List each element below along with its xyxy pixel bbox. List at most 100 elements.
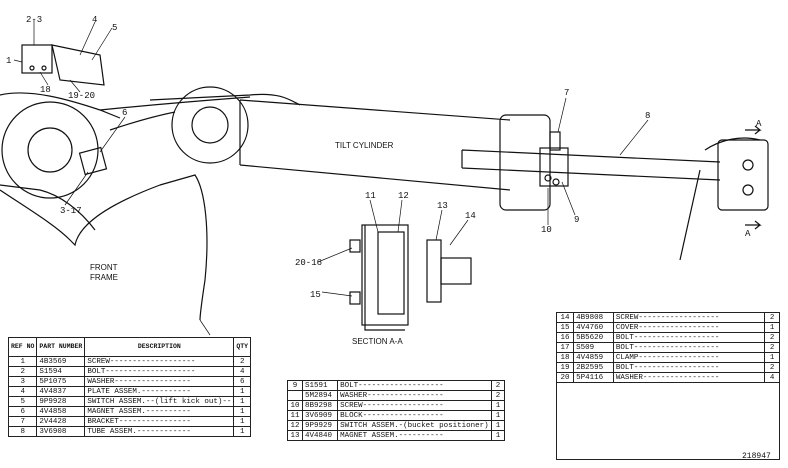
cell-qty: 1 bbox=[764, 322, 780, 333]
cell-part: 5B5620 bbox=[573, 332, 614, 343]
cell-part: S509 bbox=[573, 342, 614, 353]
block-bolt-1 bbox=[544, 174, 552, 182]
cell-desc: BRACKET---------------- bbox=[84, 416, 235, 427]
callout-4: 4 bbox=[92, 15, 97, 25]
table-header-row: REF NO PART NUMBER DESCRIPTION QTY bbox=[7, 337, 252, 357]
front-frame-outline bbox=[0, 92, 301, 321]
cell-qty: 2 bbox=[764, 362, 780, 373]
callout-15: 15 bbox=[310, 290, 321, 300]
cell-desc: WASHER----------------- bbox=[84, 376, 235, 387]
rod-eye-housing bbox=[717, 139, 769, 211]
cell-qty: 6 bbox=[233, 376, 252, 387]
tilt-cylinder-body bbox=[239, 99, 511, 191]
cell-ref: 19 bbox=[555, 362, 575, 373]
callout-8: 8 bbox=[645, 111, 650, 121]
switch-bracket bbox=[549, 131, 561, 151]
cell-qty: 2 bbox=[764, 312, 780, 323]
header-part-number: PART NUMBER bbox=[36, 337, 86, 357]
cell-qty: 4 bbox=[764, 372, 780, 383]
callout-5: 5 bbox=[112, 23, 117, 33]
callout-10: 10 bbox=[541, 225, 552, 235]
cell-qty: 1 bbox=[490, 410, 506, 421]
tilt-pivot-outer bbox=[171, 86, 249, 164]
cell-qty: 2 bbox=[490, 390, 506, 401]
switch-screw-2 bbox=[41, 65, 47, 71]
cell-qty: 1 bbox=[233, 396, 252, 407]
callout-3-17: 3-17 bbox=[60, 206, 82, 216]
cell-desc: BLOCK------------------ bbox=[337, 410, 492, 421]
cell-qty: 2 bbox=[233, 356, 252, 367]
block-bolt-2 bbox=[552, 178, 560, 186]
frame-pivot-inner bbox=[27, 127, 73, 173]
cell-part: 2V4428 bbox=[36, 416, 86, 427]
cell-part: 4V4840 bbox=[302, 430, 339, 441]
cell-ref: 20 bbox=[555, 372, 575, 383]
cell-desc: PLATE ASSEM.----------- bbox=[84, 386, 235, 397]
cell-desc: BOLT------------------- bbox=[337, 380, 492, 391]
cell-ref: 9 bbox=[286, 380, 304, 391]
cell-part: 9P9929 bbox=[302, 420, 339, 431]
header-ref: REF NO bbox=[7, 337, 38, 357]
cell-desc: MAGNET ASSEM.---------- bbox=[337, 430, 492, 441]
callout-11: 11 bbox=[365, 191, 376, 201]
cell-part: 2B2595 bbox=[573, 362, 614, 373]
cell-qty: 1 bbox=[490, 430, 506, 441]
cell-ref: 7 bbox=[7, 416, 38, 427]
callout-7: 7 bbox=[564, 88, 569, 98]
cell-part: 9P9928 bbox=[36, 396, 86, 407]
callout-19-20: 19-20 bbox=[68, 91, 95, 101]
section-switch-body bbox=[377, 231, 405, 315]
cell-desc: BOLT------------------- bbox=[612, 362, 766, 373]
callout-1: 1 bbox=[6, 56, 11, 66]
cell-ref: 2 bbox=[7, 366, 38, 377]
cell-part: 5P4116 bbox=[573, 372, 614, 383]
cell-part: S1591 bbox=[302, 380, 339, 391]
cell-ref: 18 bbox=[555, 352, 575, 363]
cell-ref: 5 bbox=[7, 396, 38, 407]
cell-desc: TUBE ASSEM.------------ bbox=[84, 426, 235, 437]
cell-desc: CLAMP------------------ bbox=[612, 352, 766, 363]
callout-18: 18 bbox=[40, 85, 51, 95]
cell-desc: BOLT------------------- bbox=[612, 342, 766, 353]
cylinder-collar bbox=[499, 114, 551, 211]
section-title: SECTION A-A bbox=[352, 337, 403, 346]
cell-desc: COVER------------------ bbox=[612, 322, 766, 333]
piston-rod bbox=[461, 149, 721, 181]
cell-desc: WASHER----------------- bbox=[612, 372, 766, 383]
cell-part: 5M2894 bbox=[302, 390, 339, 401]
section-magnet-plate bbox=[426, 239, 442, 303]
frame-pivot-outer bbox=[1, 101, 99, 199]
magnet-block bbox=[539, 147, 569, 187]
cell-qty: 1 bbox=[490, 420, 506, 431]
cell-qty: 1 bbox=[490, 400, 506, 411]
switch-plate-assembly bbox=[21, 44, 53, 74]
cell-ref: 3 bbox=[7, 376, 38, 387]
cell-desc: WASHER----------------- bbox=[337, 390, 492, 401]
callout-12: 12 bbox=[398, 191, 409, 201]
switch-cover bbox=[51, 44, 105, 86]
cell-part: 3V6909 bbox=[302, 410, 339, 421]
cell-desc: SWITCH ASSEM.-(bucket positioner) bbox=[337, 420, 492, 431]
cell-part: 4V4837 bbox=[36, 386, 86, 397]
callout-6: 6 bbox=[122, 108, 127, 118]
cell-ref: 15 bbox=[555, 322, 575, 333]
cell-desc: BOLT-------------------- bbox=[84, 366, 235, 377]
cell-part: 3V6908 bbox=[36, 426, 86, 437]
